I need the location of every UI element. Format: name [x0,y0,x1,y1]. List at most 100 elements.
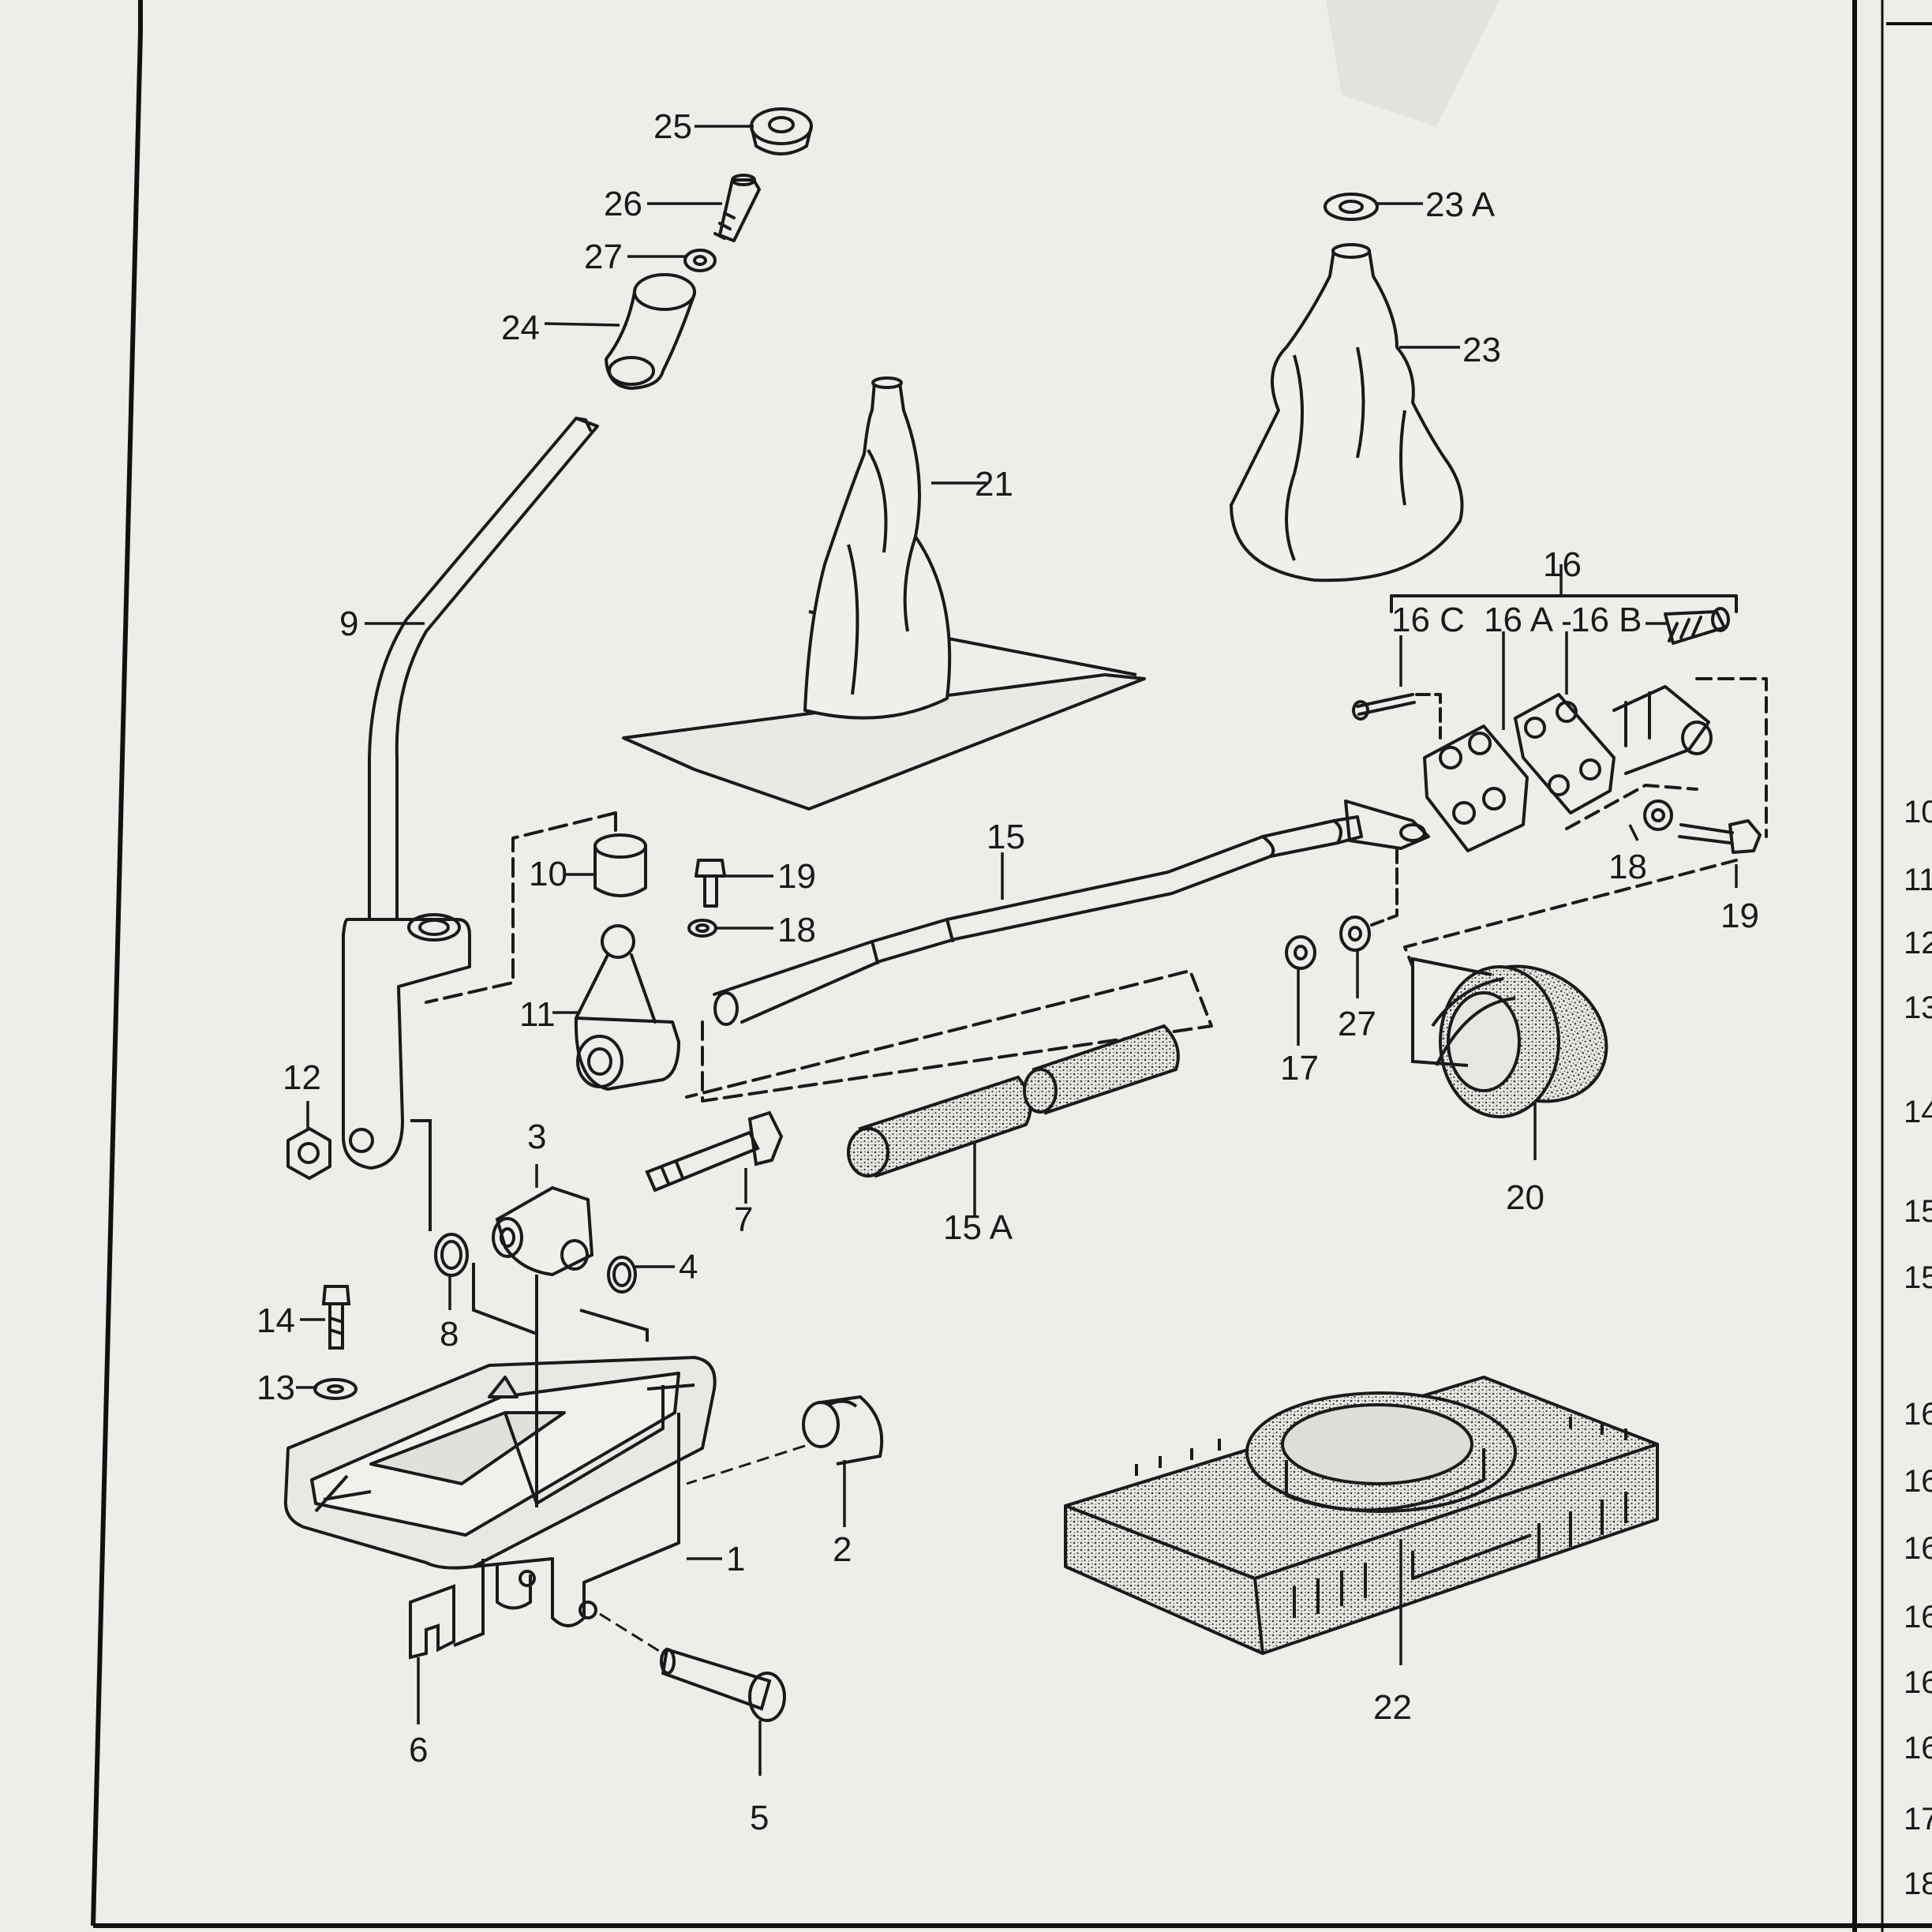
callout-27-top: 27 [584,238,623,276]
callout-16c: 16 C [1391,601,1465,639]
right-margin-numbers: 10 11 12 13 14 15 15 16 16 16 16 16 16 1… [1904,795,1932,1901]
washer-connector-line [1370,847,1398,927]
margin-number: 16 [1904,1464,1932,1499]
part-3-pivot-block [492,1185,594,1277]
margin-number: 11 [1904,863,1932,897]
margin-number: 10 [1904,795,1932,829]
callout-19-right: 19 [1720,897,1759,935]
part-1-bracket-lines [472,1263,649,1507]
callout-16b: 16 B [1571,601,1642,639]
part-21-boot [622,376,1146,811]
part-26-screw [713,174,761,242]
page-border [91,0,143,1926]
callout-6: 6 [409,1731,428,1769]
part-27-washer-top [683,249,717,272]
callout-18-right: 18 [1608,848,1647,886]
callout-17: 17 [1280,1049,1319,1088]
part-2-plug [802,1395,884,1466]
callout-9: 9 [339,605,358,643]
callout-10: 10 [529,855,567,893]
callout-labels: 25 26 27 24 23 A 23 21 9 16 16 C 16 A 16… [256,107,1759,1837]
callout-2: 2 [833,1530,852,1569]
part-14-bolt [321,1285,351,1350]
part-10-bracket-line [425,811,617,1004]
part-13-washer [313,1378,358,1400]
part-15-bracket-line [685,969,1213,1103]
callout-7: 7 [734,1200,753,1239]
part-24-shift-knob [605,273,696,390]
part-1-shifter-housing [283,1356,717,1627]
margin-number: 12 [1904,926,1932,960]
part-15a-foam-sleeves [847,1024,1180,1178]
margin-number: 14 [1904,1095,1932,1129]
callout-15: 15 [987,818,1025,856]
part-16a-clamp-block [1423,724,1529,852]
part-7-bolt [645,1110,784,1193]
callout-3: 3 [527,1118,546,1156]
callout-11: 11 [519,995,556,1034]
callout-20: 20 [1506,1178,1544,1217]
part-16-clamp [1514,685,1713,814]
part-16c-bolt [1352,693,1416,721]
callout-22: 22 [1373,1688,1412,1727]
part-19-connector [1403,859,1738,968]
callout-1: 1 [726,1540,745,1578]
callout-25: 25 [653,107,692,146]
margin-number: 16 [1904,1600,1932,1634]
part-12-nut [286,1127,331,1180]
callout-8: 8 [440,1315,459,1354]
callout-23a: 23 A [1425,185,1496,224]
part-16-dashed-box [1565,677,1768,838]
part-18-washer-right [1643,799,1673,831]
callout-26: 26 [604,185,642,223]
margin-number: 17 [1904,1802,1932,1837]
part-11-linkage [574,924,680,1091]
part-16c-connector [1415,693,1442,739]
callout-21: 21 [975,465,1013,504]
part-8-o-ring [434,1233,469,1277]
paper-fold-shadow [1326,0,1500,126]
part-9-shift-lever [342,417,599,1170]
part-19-bolt-right [1678,819,1762,854]
part-15-shift-rod [713,799,1430,1026]
callout-4: 4 [679,1248,698,1286]
callout-27-right: 27 [1338,1005,1376,1043]
callout-16a: 16 A [1484,601,1554,639]
part-17-nut [1285,935,1316,970]
margin-number: 15 [1904,1194,1932,1229]
callout-18-mid: 18 [777,911,816,949]
margin-number: 15 [1904,1260,1932,1295]
callout-23: 23 [1462,331,1501,369]
part-23a-washer [1324,193,1379,221]
margin-number: 16 [1904,1531,1932,1566]
callout-24: 24 [501,309,540,347]
part-9-lever-link-line [410,1119,432,1231]
part-5-pin [660,1647,786,1722]
part-16-group-bracket [1390,594,1738,613]
part-6-connector [453,1559,485,1647]
callout-16: 16 [1543,545,1582,584]
part-10-cup [593,833,647,897]
part-16b-bolt [1664,607,1730,645]
leader-lines [296,125,1738,1776]
callout-5: 5 [750,1799,769,1837]
callout-14: 14 [256,1301,295,1340]
part-5-connector [599,1612,664,1655]
part-2-connector [686,1444,806,1485]
part-6-clip [409,1584,455,1660]
part-20-bellows-ring [1431,964,1608,1118]
part-22-foam-base [1064,1376,1659,1655]
part-4-o-ring [607,1256,637,1294]
callout-15a: 15 A [943,1208,1013,1247]
margin-number: 16 [1904,1665,1932,1700]
callout-13: 13 [256,1368,295,1407]
margin-number: 18 [1904,1866,1932,1901]
callout-12: 12 [283,1058,321,1097]
callout-19-mid: 19 [777,857,816,896]
margin-number: 13 [1904,990,1932,1025]
margin-number: 16 [1904,1731,1932,1765]
margin-number: 16 [1904,1397,1932,1432]
